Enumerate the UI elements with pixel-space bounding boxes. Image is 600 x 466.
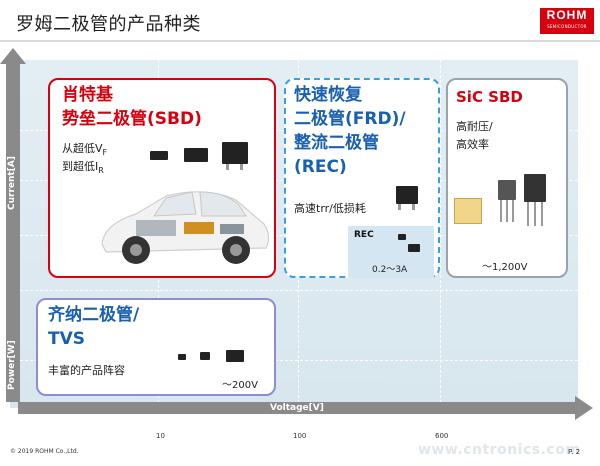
watermark: www.cntronics.com bbox=[418, 442, 581, 458]
sbd-package-large-icon bbox=[222, 142, 248, 164]
zener-package-large-icon bbox=[226, 350, 244, 362]
sic-to220-pin bbox=[506, 200, 508, 222]
x-axis-label: Voltage[V] bbox=[270, 403, 324, 413]
sic-desc-line2: 高效率 bbox=[456, 138, 489, 151]
frd-desc: 高速trr/低损耗 bbox=[294, 202, 366, 215]
frd-title-line3: 整流二极管 bbox=[294, 133, 379, 153]
zener-package-medium-icon bbox=[200, 352, 210, 360]
frd-title-line2: 二极管(FRD)/ bbox=[294, 109, 406, 129]
rec-subpanel bbox=[348, 226, 434, 278]
frd-package-icon bbox=[396, 186, 418, 204]
frd-title-line4: (REC) bbox=[294, 157, 347, 177]
sic-title: SiC SBD bbox=[456, 88, 523, 106]
sbd-package-medium-icon bbox=[184, 148, 208, 162]
grid-line-600v bbox=[440, 60, 441, 408]
sbd-package-small-icon bbox=[150, 151, 168, 160]
y-axis-power-label: Power[W] bbox=[7, 340, 17, 390]
page-title: 罗姆二极管的产品种类 bbox=[16, 14, 201, 35]
x-tick-100: 100 bbox=[293, 432, 307, 440]
y-axis-bar bbox=[6, 62, 20, 402]
zener-category-box[interactable] bbox=[36, 298, 276, 396]
zener-title-line1: 齐纳二极管/ bbox=[48, 305, 140, 325]
sbd-package-pin bbox=[240, 164, 243, 170]
frd-title-line1: 快速恢复 bbox=[294, 85, 362, 105]
sic-die-icon bbox=[454, 198, 482, 224]
x-tick-10: 10 bbox=[156, 432, 165, 440]
frd-package-pin bbox=[398, 204, 401, 210]
sic-to220-icon bbox=[498, 180, 516, 200]
y-axis-current-label: Current[A] bbox=[7, 156, 17, 210]
x-axis-arrow-icon bbox=[575, 396, 593, 420]
zener-voltage: ～200V bbox=[222, 380, 258, 391]
zener-title-line2: TVS bbox=[48, 329, 85, 349]
sbd-desc-ir-text: 到超低I bbox=[62, 160, 99, 173]
title-divider bbox=[0, 40, 600, 42]
rohm-logo: ROHM SEMICONDUCTOR bbox=[540, 8, 594, 34]
rec-package-small-icon bbox=[398, 234, 406, 240]
y-axis-arrow-icon bbox=[0, 48, 26, 64]
sic-to247-pin bbox=[534, 202, 536, 226]
sbd-desc-ir-sub: R bbox=[98, 166, 104, 176]
sic-to247-pin bbox=[541, 202, 543, 226]
rec-label: REC bbox=[354, 230, 374, 240]
sic-to247-icon bbox=[524, 174, 546, 202]
grid-line-h4 bbox=[10, 290, 578, 291]
sic-desc-line1: 高耐压/ bbox=[456, 120, 493, 133]
zener-package-small-icon bbox=[178, 354, 186, 360]
sbd-title-line1: 肖特基 bbox=[62, 85, 113, 105]
footer-copyright: © 2019 ROHM Co.,Ltd. bbox=[10, 448, 79, 455]
sic-voltage: ～1,200V bbox=[482, 262, 528, 273]
x-axis-bar bbox=[18, 402, 578, 414]
rec-range: 0.2～3A bbox=[372, 265, 408, 275]
footer-page-number: P. 2 bbox=[568, 448, 581, 456]
logo-main-text: ROHM bbox=[546, 8, 588, 22]
sbd-title-line2: 势垒二极管(SBD) bbox=[62, 109, 202, 129]
sbd-desc-vf-text: 从超低V bbox=[62, 142, 103, 155]
zener-desc: 丰富的产品阵容 bbox=[48, 364, 125, 377]
sbd-desc-vf-sub: F bbox=[102, 148, 108, 158]
sic-to220-pin bbox=[512, 200, 514, 222]
sbd-package-pin bbox=[226, 164, 229, 170]
sic-to220-pin bbox=[500, 200, 502, 222]
sic-category-box[interactable] bbox=[446, 78, 568, 278]
sbd-desc-vf: 从超低VF bbox=[62, 140, 107, 161]
grid-line-h5 bbox=[10, 360, 578, 361]
logo-sub-text: SEMICONDUCTOR bbox=[547, 24, 587, 29]
frd-package-pin bbox=[412, 204, 415, 210]
car-illustration bbox=[101, 191, 270, 264]
sic-to247-pin bbox=[527, 202, 529, 226]
rec-package-medium-icon bbox=[408, 244, 420, 252]
x-tick-600: 600 bbox=[435, 432, 449, 440]
sbd-desc-ir: 到超低IR bbox=[62, 158, 104, 179]
